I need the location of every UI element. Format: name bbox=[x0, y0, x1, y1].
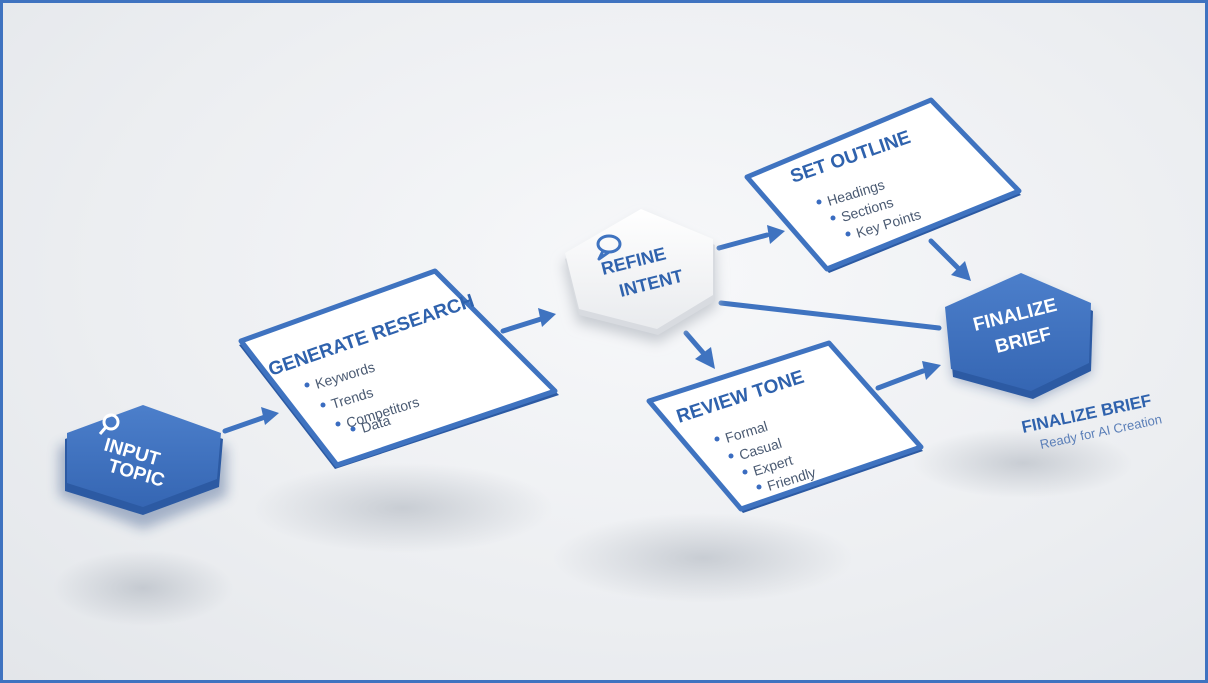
workflow-diagram: INPUT TOPIC GENERATE RESEARCH Keywords T… bbox=[53, 97, 1163, 626]
arrow-outline-to-finalize bbox=[928, 238, 961, 271]
arrow-refine-to-review bbox=[683, 330, 708, 358]
chat-bubble-icon bbox=[596, 234, 622, 261]
node-finalize-brief: FINALIZE BRIEF bbox=[945, 273, 1093, 401]
search-icon bbox=[98, 413, 120, 435]
arrow-refine-to-outline bbox=[716, 232, 770, 251]
connectors bbox=[222, 232, 961, 434]
line-refine-to-finalize bbox=[718, 300, 942, 331]
node-refine-intent: REFINE INTENT bbox=[563, 209, 717, 343]
node-set-outline: SET OUTLINE Headings Sections Key Points bbox=[744, 97, 1022, 273]
node-input-topic: INPUT TOPIC bbox=[59, 405, 227, 529]
arrow-research-to-refine bbox=[500, 316, 544, 334]
arrowheads bbox=[261, 225, 971, 425]
node-review-tone: REVIEW TONE Formal Casual Expert Friendl… bbox=[646, 340, 924, 513]
arrow-review-to-finalize bbox=[875, 368, 926, 391]
node-generate-research: GENERATE RESEARCH Keywords Trends Compet… bbox=[238, 268, 559, 469]
arrow-input-to-research bbox=[222, 414, 268, 434]
floor-shadows bbox=[53, 428, 1133, 626]
